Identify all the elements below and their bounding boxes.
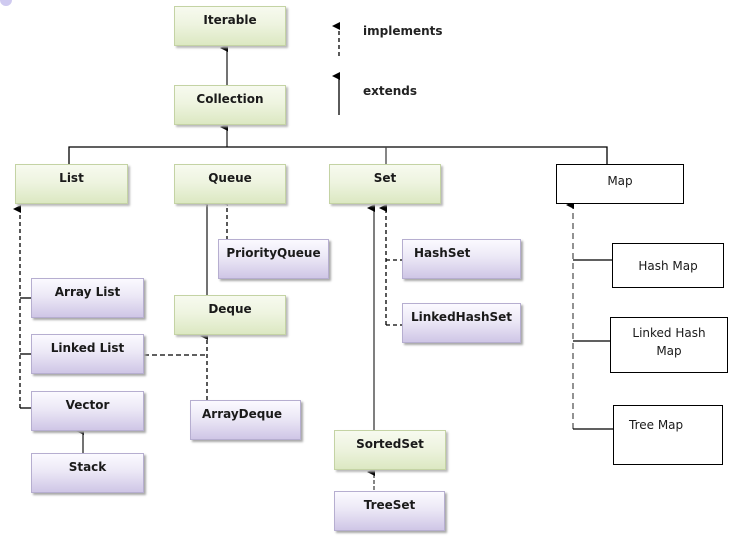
node-label: Hash Map (638, 259, 698, 273)
node-iterable: Iterable (174, 6, 286, 46)
node-list: List (15, 164, 128, 204)
node-queue: Queue (174, 164, 286, 204)
node-label: Linked List (50, 341, 125, 355)
node-linkedhashmap: Linked Hash Map (610, 317, 728, 373)
node-priorityqueue: PriorityQueue (218, 239, 329, 279)
node-label: Deque (208, 302, 252, 316)
legend-implements-label: implements (363, 24, 443, 38)
node-label-line1: Linked Hash (632, 326, 706, 340)
node-label: Set (373, 171, 397, 185)
node-label: PriorityQueue (226, 246, 321, 260)
node-label: HashSet (414, 246, 471, 260)
legend-extends-label: extends (363, 84, 418, 98)
node-label: SortedSet (356, 437, 424, 451)
node-vector: Vector (31, 391, 144, 431)
decorative-dot (0, 0, 12, 6)
node-arraydeque: ArrayDeque (190, 400, 301, 440)
node-set: Set (329, 164, 441, 204)
node-label: TreeSet (363, 498, 416, 512)
node-treemap: Tree Map (613, 405, 723, 465)
node-label: LinkedHashSet (410, 310, 513, 324)
node-treeset: TreeSet (334, 491, 445, 531)
node-label: Queue (208, 171, 252, 185)
node-linkedlist: Linked List (31, 334, 144, 374)
node-label: List (59, 171, 84, 185)
node-collection: Collection (174, 85, 286, 125)
node-stack: Stack (31, 453, 144, 493)
node-label: ArrayDeque (202, 407, 283, 421)
node-map: Map (556, 164, 684, 204)
node-label-line2: Map (656, 344, 682, 358)
node-linkedhashset: LinkedHashSet (402, 303, 521, 343)
node-label: Collection (196, 92, 264, 106)
node-hashset: HashSet (402, 239, 521, 279)
node-sortedset: SortedSet (334, 430, 446, 470)
node-deque: Deque (174, 295, 286, 335)
edge-bus (68, 146, 608, 165)
node-label: Vector (65, 398, 110, 412)
node-arraylist: Array List (31, 278, 144, 318)
node-label: Tree Map (629, 418, 684, 432)
node-hashmap: Hash Map (612, 243, 724, 288)
node-label: Stack (68, 460, 107, 474)
node-label: Array List (54, 285, 121, 299)
node-label: Map (607, 174, 633, 188)
node-label: Iterable (203, 13, 257, 27)
